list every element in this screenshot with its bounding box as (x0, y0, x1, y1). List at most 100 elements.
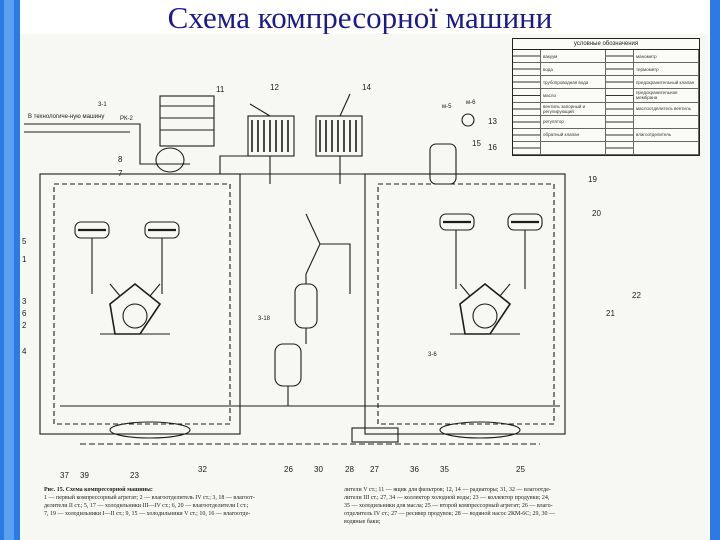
legend-item: масло (513, 89, 606, 103)
legend-header: условные обозначения (513, 39, 699, 50)
callout-label: 2 (22, 321, 27, 330)
legend-label: термометр (636, 66, 659, 72)
legend-item: трубопроводная вода (513, 76, 606, 90)
caption-line: отделитель IV ст.; 27 — ресивер продувок… (344, 511, 555, 517)
legend-symbol (606, 63, 634, 76)
left-pipe-loop-outer (39, 173, 241, 435)
gauge-13 (461, 113, 475, 127)
callout-label: 19 (588, 175, 597, 184)
legend-item: маслоотделитель вентиль (606, 102, 699, 116)
callout-label: 16 (488, 143, 497, 152)
legend-item: влагоотделитель (606, 128, 699, 142)
legend-grid: вакуум манометр вода термометр трубопроводна… (513, 50, 699, 155)
vessel-8 (155, 147, 185, 173)
process-line (24, 123, 190, 165)
filter-box-11 (159, 95, 215, 147)
caption-right: лители V ст.; 11 — ящик для фильтров; 12… (344, 486, 664, 526)
legend-item: термометр (606, 63, 699, 77)
legend-symbol (513, 102, 541, 115)
callout-label: 27 (370, 465, 379, 474)
legend-label: трубопроводная вода (543, 79, 589, 85)
annotation-tag: 3-1 (98, 102, 107, 108)
legend-item: вентиль запорный и регулирующий (513, 102, 606, 116)
compressor-unit-1 (100, 282, 170, 335)
legend-symbol (513, 63, 541, 76)
callout-label: 3 (22, 297, 27, 306)
left-bar-stripe (4, 0, 14, 540)
legend-item: обратный клапан (513, 128, 606, 142)
caption-line: водяные баки; (344, 519, 381, 525)
callout-label: 7 (118, 169, 123, 178)
callout-label: 5 (22, 237, 27, 246)
legend-symbol (606, 76, 634, 89)
callout-label: 21 (606, 309, 615, 318)
callout-label: 4 (22, 347, 27, 356)
callout-label: 12 (270, 83, 279, 92)
legend-label: вентиль запорный и регулирующий (543, 103, 586, 114)
caption-line: лители V ст.; 11 — ящик для фильтров; 12… (344, 487, 551, 493)
annotation-tag: РК-2 (120, 116, 133, 122)
legend-symbol (513, 89, 541, 102)
callout-label: 6 (22, 309, 27, 318)
callout-label: 37 (60, 471, 69, 480)
legend-symbol (606, 89, 634, 102)
legend-item (513, 141, 606, 155)
radiator-14 (315, 115, 363, 157)
compressor-schematic: 5 1 3 6 2 4 8 7 11 12 14 13 15 16 19 20 … (22, 83, 641, 480)
callout-label: 1 (22, 255, 27, 264)
callout-label: 30 (314, 465, 323, 474)
callout-label: 35 (440, 465, 449, 474)
legend-item: манометр (606, 50, 699, 64)
legend-label: вода (543, 66, 553, 72)
figure-caption: Рис. 15. Схема компрессорной машины: 1 —… (44, 486, 704, 538)
legend-symbol (513, 128, 541, 141)
annotation-tag: 3-6 (428, 352, 437, 358)
legend-item: предохранительная мембрана (606, 89, 699, 103)
callout-label: 15 (472, 139, 481, 148)
callout-label: 26 (284, 465, 293, 474)
right-blue-bar (710, 0, 720, 540)
legend-symbol (606, 141, 634, 154)
callout-label: 23 (130, 471, 139, 480)
receiver-bottom-left (109, 421, 191, 439)
legend-item: регулятор (513, 115, 606, 129)
legend-item (606, 115, 699, 129)
slide-title: Схема компресорної машини (167, 0, 553, 35)
annotation-to-process: В технологиче-ную машину (28, 114, 104, 120)
caption-heading: Рис. 15. Схема компрессорной машины: (44, 487, 153, 493)
legend-label: регулятор (543, 119, 564, 125)
legend-label: влагоотделитель (636, 132, 672, 138)
caption-line: 35 — холодильники для масла; 25 — второй… (344, 503, 553, 509)
compressor-unit-2 (450, 282, 520, 335)
right-pipe-loop-outer (364, 173, 566, 435)
caption-line: 7, 19 — холодильники I—II ст.; 9, 15 — х… (44, 511, 251, 517)
callout-label: 22 (632, 291, 641, 300)
legend-label: предохранительная мембрана (636, 90, 678, 101)
legend-label: маслоотделитель вентиль (636, 106, 691, 112)
header-27 (351, 427, 399, 443)
legend-label: обратный клапан (543, 132, 580, 138)
cooler-19 (439, 213, 475, 231)
legend-label: вакуум (543, 53, 558, 59)
left-blue-bar (0, 0, 20, 540)
tank-30 (274, 343, 302, 387)
legend-item (606, 141, 699, 155)
annotation-tag: м-5 (442, 104, 452, 110)
vessel-16 (429, 143, 457, 185)
legend-symbol (513, 50, 541, 63)
legend-symbol (606, 128, 634, 141)
left-pipe-loop-inner (53, 183, 231, 425)
callout-label: 11 (216, 85, 225, 94)
caption-line: лители III ст.; 27, 34 — коллектор холод… (344, 495, 550, 501)
callout-label: 36 (410, 465, 419, 474)
legend-item: вода (513, 63, 606, 77)
legend-label: масло (543, 92, 557, 98)
caption-line: делители II ст.; 5, 17 — холодильники II… (44, 503, 249, 509)
right-pipe-loop-inner (377, 183, 555, 425)
annotation-tag: 3-18 (258, 316, 271, 322)
annotation-tag: м-6 (466, 100, 476, 106)
callout-label: 28 (345, 465, 354, 474)
radiator-12 (247, 115, 295, 157)
callout-label: 14 (362, 83, 371, 92)
receiver-26 (294, 283, 318, 329)
